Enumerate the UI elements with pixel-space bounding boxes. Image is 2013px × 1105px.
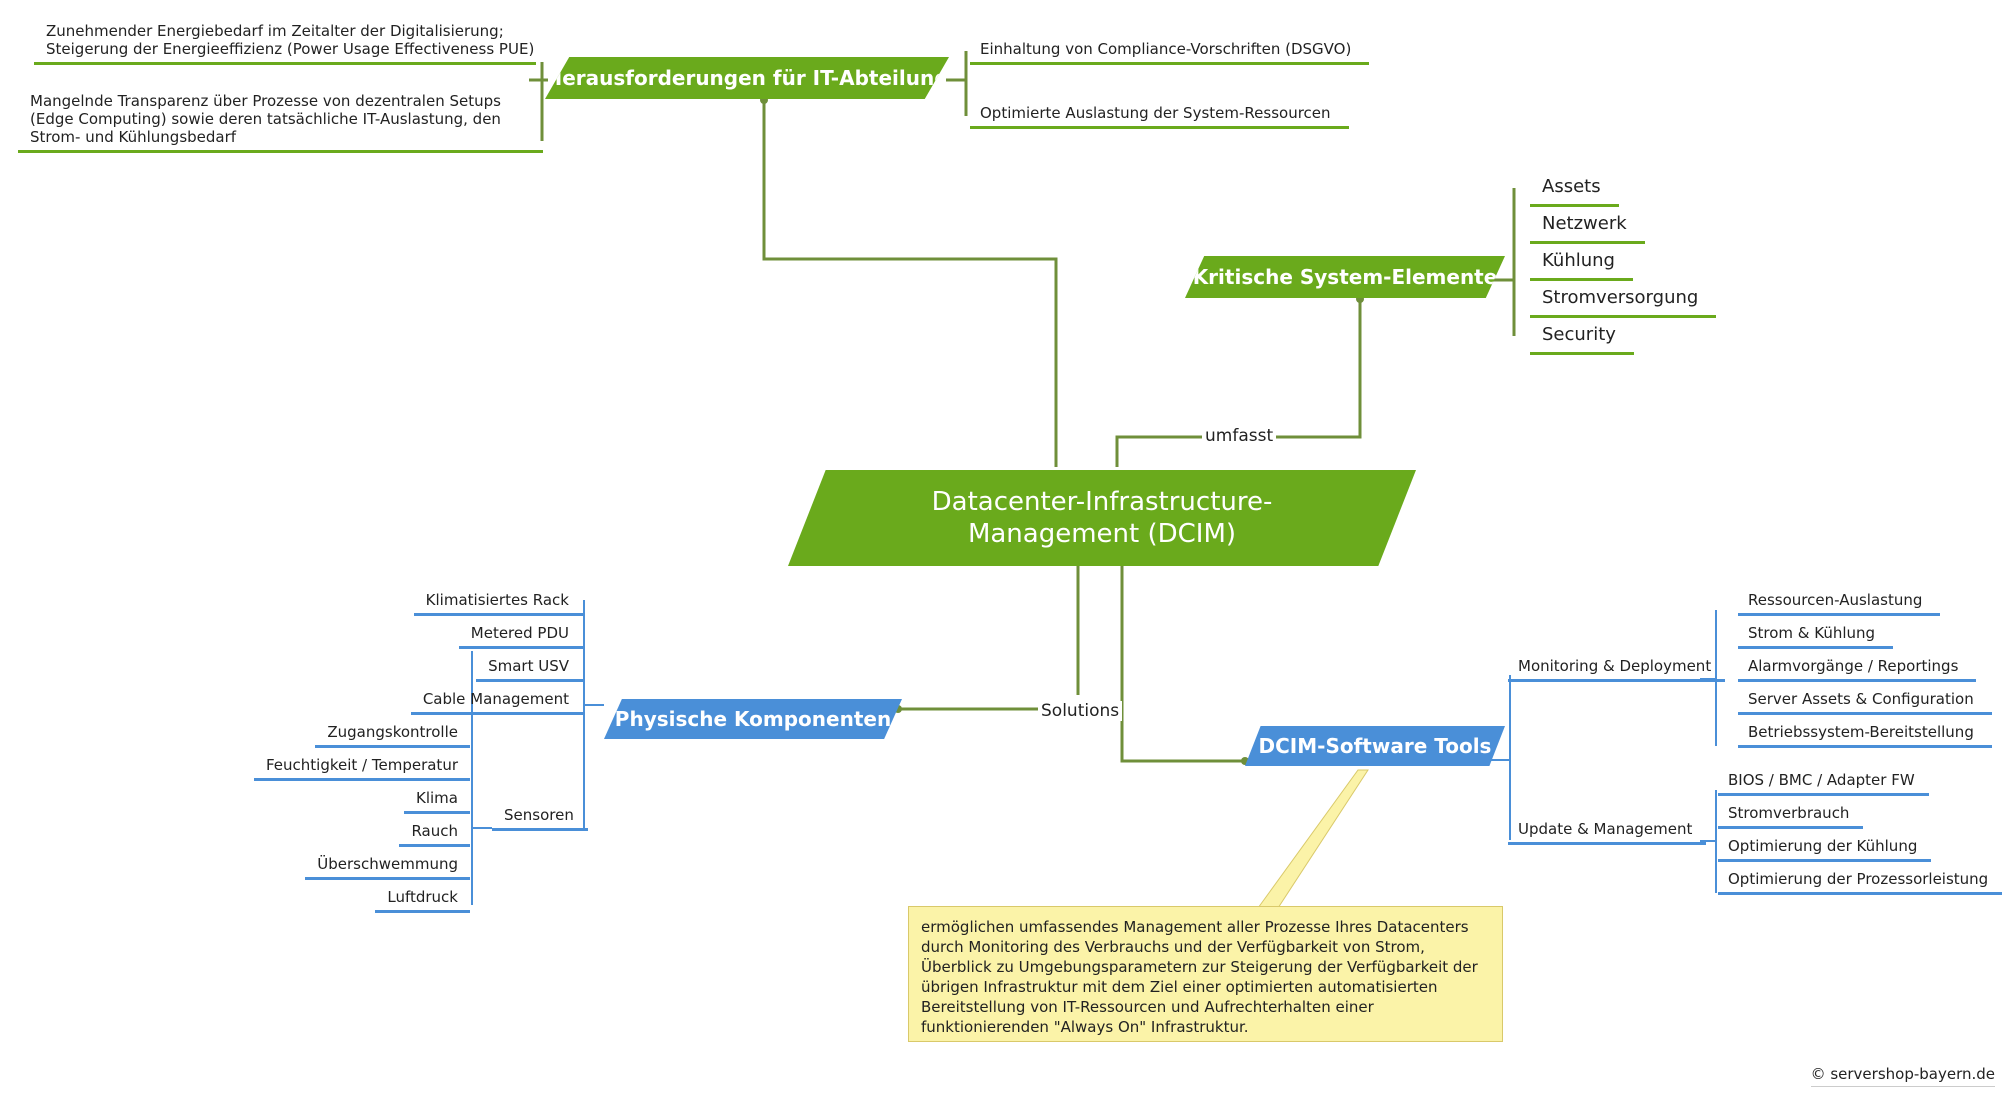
critical-topic: Kritische System-Elemente xyxy=(1185,256,1505,298)
sensor-item-klima: Klima xyxy=(404,789,470,814)
software-note-callout: ermöglichen umfassendes Management aller… xyxy=(908,906,1503,1042)
monitoring-item-ressourcen: Ressourcen-Auslastung xyxy=(1738,591,1941,616)
monitoring-item-server: Server Assets & Configuration xyxy=(1738,690,1992,715)
update-item-kuehlung: Optimierung der Kühlung xyxy=(1718,837,1932,862)
sensors-label: Sensoren xyxy=(492,806,588,831)
critical-title: Kritische System-Elemente xyxy=(1192,265,1498,289)
challenge-item-energy: Zunehmender Energiebedarf im Zeitalter d… xyxy=(34,22,536,65)
challenge-item-resources: Optimierte Auslastung der System-Ressour… xyxy=(970,104,1349,129)
critical-item-kuehlung: Kühlung xyxy=(1530,250,1633,281)
sensor-item-ueberschwemmung: Überschwemmung xyxy=(305,855,470,880)
critical-item-assets: Assets xyxy=(1530,176,1619,207)
update-item-bios: BIOS / BMC / Adapter FW xyxy=(1718,771,1929,796)
monitoring-label: Monitoring & Deployment xyxy=(1508,657,1726,682)
monitoring-item-strom: Strom & Kühlung xyxy=(1738,624,1894,649)
physical-topic: Physische Komponenten xyxy=(604,699,902,739)
physical-item-cable: Cable Management xyxy=(410,690,583,715)
sensor-item-feuchtigkeit: Feuchtigkeit / Temperatur xyxy=(253,756,470,781)
connector-label-solutions: Solutions xyxy=(1038,701,1123,721)
physical-title: Physische Komponenten xyxy=(614,707,892,731)
critical-item-strom: Stromversorgung xyxy=(1530,287,1717,318)
critical-item-netzwerk: Netzwerk xyxy=(1530,213,1645,244)
connector-label-umfasst: umfasst xyxy=(1202,426,1277,446)
physical-item-usv: Smart USV xyxy=(476,657,583,682)
monitoring-item-alarm: Alarmvorgänge / Reportings xyxy=(1738,657,1977,682)
update-item-prozessor: Optimierung der Prozessorleistung xyxy=(1718,870,2003,895)
challenge-item-compliance: Einhaltung von Compliance-Vorschriften (… xyxy=(970,40,1370,65)
software-topic: DCIM-Software Tools xyxy=(1245,726,1505,766)
sensor-item-luftdruck: Luftdruck xyxy=(375,888,470,913)
update-item-strom: Stromverbrauch xyxy=(1718,804,1864,829)
challenge-item-transparency: Mangelnde Transparenz über Prozesse von … xyxy=(18,92,543,153)
challenges-title: Herausforderungen für IT-Abteilung xyxy=(545,66,949,90)
software-title: DCIM-Software Tools xyxy=(1258,734,1492,758)
sensor-item-zugang: Zugangskontrolle xyxy=(315,723,470,748)
central-topic: Datacenter-Infrastructure-Management (DC… xyxy=(788,470,1416,566)
physical-item-rack: Klimatisiertes Rack xyxy=(413,591,583,616)
central-topic-label: Datacenter-Infrastructure-Management (DC… xyxy=(931,487,1273,549)
critical-item-security: Security xyxy=(1530,324,1634,355)
monitoring-item-os: Betriebssystem-Bereitstellung xyxy=(1738,723,1992,748)
copyright-text: © servershop-bayern.de xyxy=(1810,1065,1995,1087)
sensor-item-rauch: Rauch xyxy=(399,822,470,847)
update-label: Update & Management xyxy=(1508,820,1707,845)
physical-item-pdu: Metered PDU xyxy=(458,624,583,649)
challenges-topic: Herausforderungen für IT-Abteilung xyxy=(545,57,949,99)
